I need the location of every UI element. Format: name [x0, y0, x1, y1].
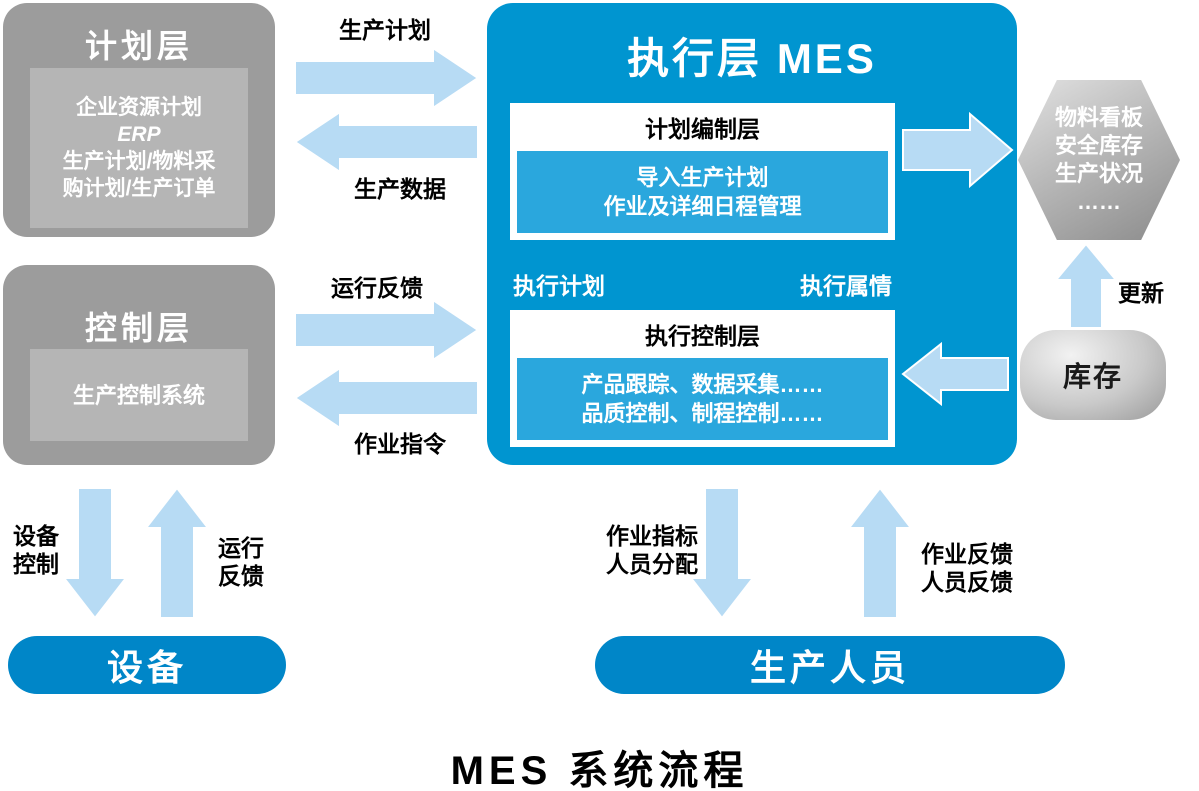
- work-assign-line-1: 作业指标: [606, 523, 698, 549]
- exec-control-line-1: 产品跟踪、数据采集……: [581, 372, 824, 397]
- production-plan-label: 生产计划: [339, 17, 431, 43]
- device-control-line-2: 控制: [13, 551, 59, 577]
- exec-control-line-2: 品质控制、制程控制……: [581, 401, 824, 426]
- work-feedback-line-2: 人员反馈: [921, 569, 1013, 595]
- exec-control-header: 执行控制层: [645, 323, 760, 349]
- diagram-title: MES 系统流程: [450, 749, 749, 791]
- plan-compile-line-1: 导入生产计划: [636, 165, 769, 190]
- kanban-line-1: 物料看板: [1054, 105, 1143, 130]
- work-feedback-label: 作业反馈 人员反馈: [915, 540, 1019, 596]
- device-control-label: 设备 控制: [5, 522, 67, 578]
- planning-layer-title: 计划层: [84, 28, 193, 64]
- device-feedback-line-2: 反馈: [218, 563, 264, 589]
- erp-line-1: 企业资源计划: [76, 96, 202, 119]
- planning-layer-box: 计划层 企业资源计划 ERP 生产计划/物料采 购计划/生产订单: [3, 3, 275, 237]
- kanban-line-4: ……: [1077, 189, 1121, 214]
- plan-compile-header: 计划编制层: [645, 116, 760, 142]
- plan-compile-line-2: 作业及详细日程管理: [603, 194, 802, 219]
- control-layer-title: 控制层: [84, 310, 193, 346]
- production-plan-arrow: [294, 46, 480, 110]
- exec-control-box: 执行控制层 产品跟踪、数据采集…… 品质控制、制程控制……: [510, 310, 895, 447]
- kanban-line-2: 安全库存: [1054, 133, 1143, 158]
- device-control-arrow: [61, 487, 129, 620]
- erp-box: 企业资源计划 ERP 生产计划/物料采 购计划/生产订单: [30, 68, 248, 228]
- run-feedback-arrow: [294, 298, 480, 362]
- work-order-arrow: [293, 366, 479, 430]
- erp-line-3: 生产计划/物料采: [62, 150, 216, 173]
- exec-detail-label: 执行属情: [800, 273, 892, 299]
- work-feedback-arrow: [846, 486, 914, 619]
- plan-compile-content: 导入生产计划 作业及详细日程管理: [517, 151, 888, 233]
- inventory-update-arrow: [1053, 242, 1119, 329]
- device-feedback-label: 运行 反馈: [210, 534, 272, 590]
- work-assign-line-2: 人员分配: [606, 551, 698, 577]
- plan-compile-box: 计划编制层 导入生产计划 作业及详细日程管理: [510, 103, 895, 240]
- erp-line-4: 购计划/生产订单: [62, 177, 216, 200]
- erp-line-2: ERP: [117, 123, 161, 146]
- device-control-line-1: 设备: [13, 523, 59, 549]
- production-data-label: 生产数据: [354, 176, 446, 202]
- device-feedback-arrow: [143, 486, 211, 619]
- mes-title: 执行层 MES: [627, 35, 877, 82]
- equipment-pill: 设备: [8, 636, 286, 694]
- inventory-box: 库存: [1020, 330, 1166, 420]
- update-label: 更新: [1118, 280, 1164, 306]
- work-order-label: 作业指令: [354, 431, 446, 457]
- exec-control-content: 产品跟踪、数据采集…… 品质控制、制程控制……: [517, 358, 888, 440]
- exec-plan-label: 执行计划: [513, 273, 605, 299]
- personnel-pill: 生产人员: [595, 636, 1065, 694]
- production-control-system-box: 生产控制系统: [30, 349, 248, 441]
- kanban-line-3: 生产状况: [1054, 161, 1143, 186]
- run-feedback-label: 运行反馈: [331, 275, 423, 301]
- material-kanban-hexagon: 物料看板 安全库存 生产状况 ……: [1018, 80, 1180, 240]
- work-feedback-line-1: 作业反馈: [921, 541, 1013, 567]
- production-data-arrow: [293, 110, 479, 174]
- work-assign-label: 作业指标 人员分配: [600, 522, 704, 578]
- device-feedback-line-1: 运行: [218, 535, 264, 561]
- control-layer-box: 控制层 生产控制系统: [3, 265, 275, 465]
